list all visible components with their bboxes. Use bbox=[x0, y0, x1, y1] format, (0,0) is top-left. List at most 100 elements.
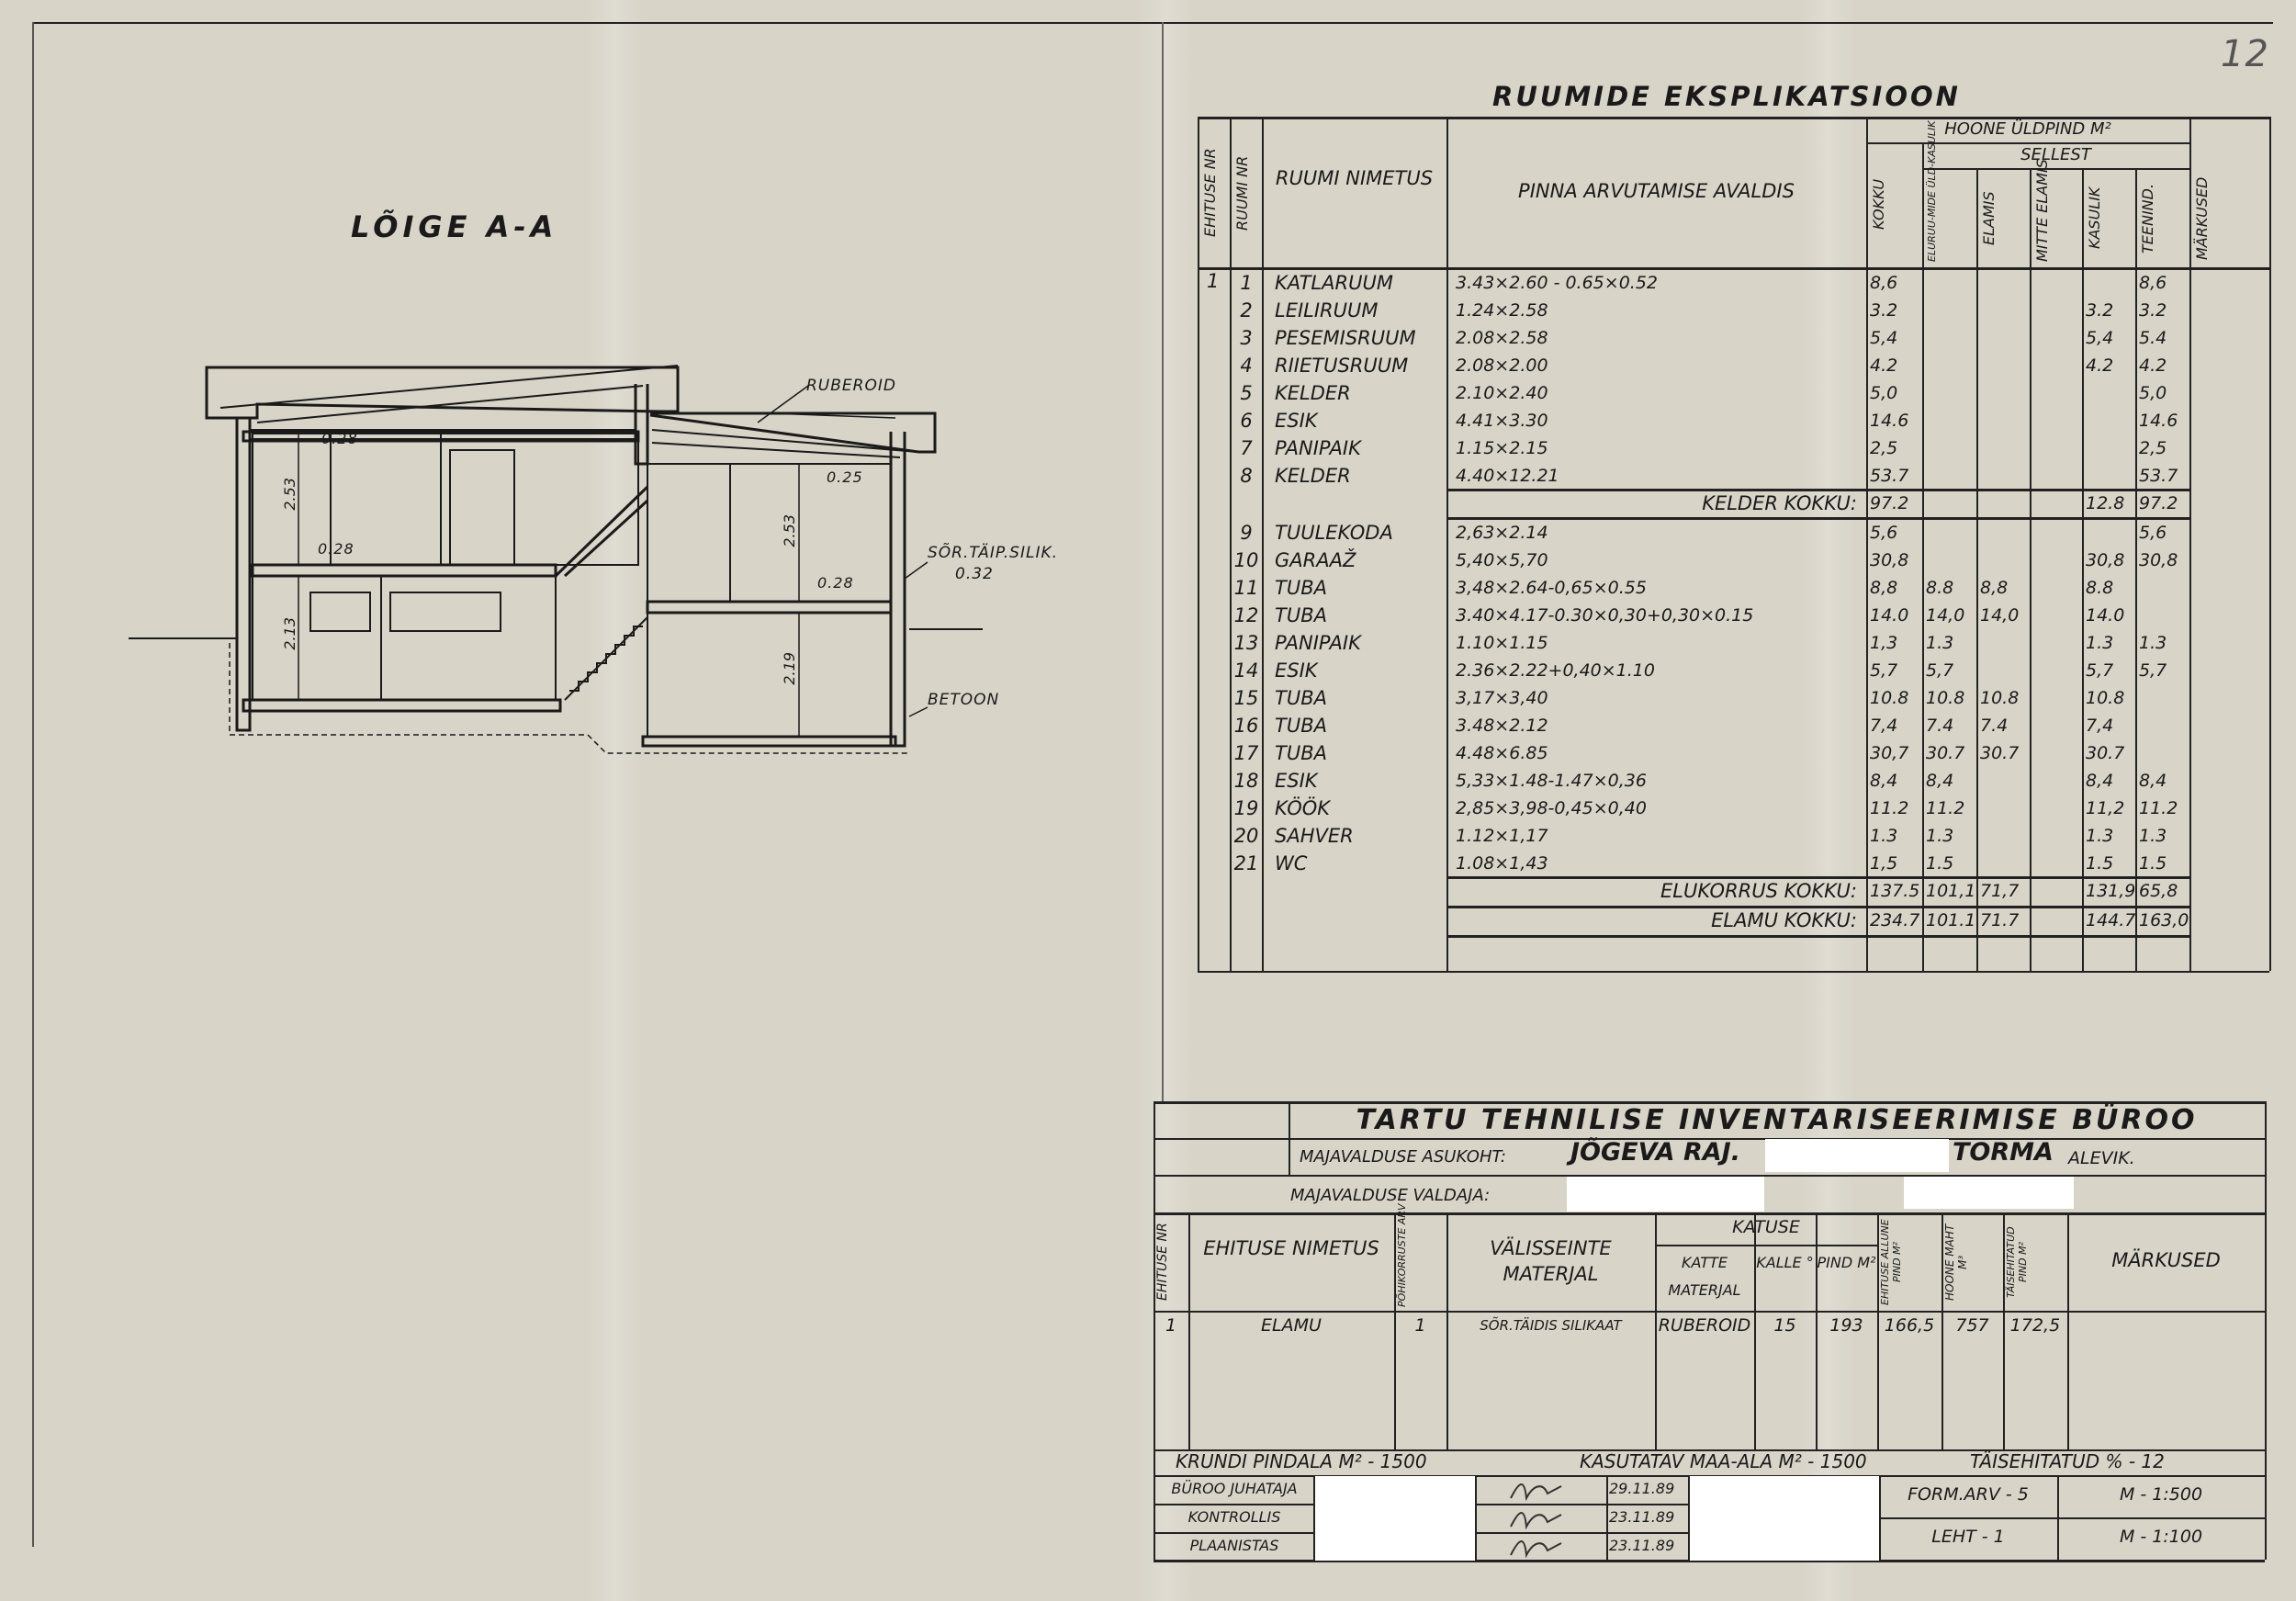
room-nr: 16 bbox=[1233, 715, 1259, 737]
room-name: GARAAŽ bbox=[1275, 549, 1356, 571]
grid-line bbox=[1313, 1475, 1315, 1560]
room-nr: 2 bbox=[1240, 299, 1253, 321]
label-slab: 0.25 bbox=[827, 468, 863, 486]
sheet-number: LEHT - 1 bbox=[1931, 1527, 2005, 1547]
area-value: 53.7 bbox=[2139, 466, 2178, 486]
grid-line bbox=[1446, 906, 2189, 908]
building-row-value: 15 bbox=[1773, 1315, 1796, 1336]
grid-line bbox=[1289, 1101, 1290, 1175]
area-value: 14.0 bbox=[1870, 605, 1909, 626]
grid-line bbox=[1879, 1475, 1881, 1560]
redaction bbox=[1567, 1177, 1764, 1212]
house-total-value: 71.7 bbox=[1980, 910, 2020, 930]
area-value: 1.5 bbox=[1926, 853, 1954, 874]
area-value: 1.3 bbox=[1926, 826, 1954, 846]
building-row-value: 1 bbox=[1165, 1315, 1177, 1336]
redaction bbox=[1690, 1476, 1879, 1561]
label-slab: 0.28 bbox=[318, 540, 355, 558]
grid-line bbox=[1154, 1449, 2265, 1451]
grid-line bbox=[1866, 117, 1868, 971]
header-roof-area: PIND M² bbox=[1817, 1254, 1876, 1271]
grid-line bbox=[1877, 1212, 1879, 1449]
area-value: 4.2 bbox=[1870, 355, 1898, 376]
room-formula: 2.36×2.22+0,40×1.10 bbox=[1456, 660, 1655, 681]
area-value: 30.7 bbox=[1926, 743, 1965, 763]
form-number: FORM.ARV - 5 bbox=[1908, 1484, 2029, 1505]
area-value: 11.2 bbox=[1870, 798, 1909, 818]
area-value: 10.8 bbox=[1870, 688, 1909, 708]
built-percent: TÄISEHITATUD % - 12 bbox=[1970, 1450, 2165, 1472]
room-nr: 13 bbox=[1233, 632, 1259, 654]
room-nr: 10 bbox=[1233, 549, 1259, 571]
room-formula: 2.08×2.00 bbox=[1456, 355, 1548, 376]
room-formula: 3.48×2.12 bbox=[1456, 716, 1548, 736]
location-district: JÕGEVA RAJ. bbox=[1570, 1138, 1740, 1167]
area-value: 4.2 bbox=[2086, 355, 2114, 376]
building-row-value: ELAMU bbox=[1261, 1315, 1322, 1336]
grid-line bbox=[1198, 267, 2269, 270]
usable-area: KASUTATAV MAA-ALA M² - 1500 bbox=[1580, 1450, 1867, 1472]
area-value: 3.2 bbox=[1870, 300, 1898, 321]
grid-line bbox=[1754, 1212, 1756, 1449]
room-name: TUBA bbox=[1275, 577, 1327, 599]
building-row-value: SÕR.TÄIDIS SILIKAAT bbox=[1480, 1317, 1622, 1334]
area-value: 8,4 bbox=[2139, 771, 2167, 791]
signature-role: BÜROO JUHATAJA bbox=[1171, 1480, 1298, 1497]
grid-line bbox=[2189, 117, 2191, 971]
grid-line bbox=[1941, 1212, 1943, 1449]
location-town-suffix: ALEVIK. bbox=[2068, 1148, 2135, 1168]
room-name: KELDER bbox=[1275, 465, 1351, 487]
area-value: 1,3 bbox=[1870, 633, 1898, 653]
page-number: 12 bbox=[2221, 33, 2269, 75]
area-value: 10.8 bbox=[1926, 688, 1965, 708]
room-nr: 5 bbox=[1240, 382, 1253, 404]
grid-line bbox=[1922, 168, 2189, 170]
area-value: 1,5 bbox=[1870, 853, 1898, 874]
header-elamis: ELAMIS bbox=[1980, 191, 1998, 245]
house-total-value: 144.7 bbox=[2086, 910, 2136, 930]
area-value: 7.4 bbox=[1926, 716, 1954, 736]
area-value: 14,0 bbox=[1980, 605, 2020, 626]
grid-line bbox=[2067, 1212, 2069, 1449]
area-value: 5,7 bbox=[1870, 660, 1898, 681]
label-height: 2.19 bbox=[781, 652, 798, 685]
grid-line bbox=[1154, 1311, 2265, 1313]
room-nr: 14 bbox=[1233, 660, 1259, 682]
grid-line bbox=[1154, 1212, 2265, 1215]
grid-line bbox=[1154, 1560, 2265, 1562]
header-of-which: SELLEST bbox=[2020, 145, 2091, 164]
area-value: 5,4 bbox=[2086, 328, 2114, 348]
area-value: 11,2 bbox=[2086, 798, 2125, 818]
grid-line bbox=[1198, 117, 1199, 971]
area-value: 30.7 bbox=[2086, 743, 2125, 763]
room-name: KÖÖK bbox=[1275, 797, 1331, 819]
room-name: TUBA bbox=[1275, 715, 1327, 737]
owner-label: MAJAVALDUSE VALDAJA: bbox=[1290, 1186, 1491, 1205]
area-value: 8,6 bbox=[2139, 273, 2167, 293]
label-height: 2.13 bbox=[281, 617, 298, 650]
grid-line bbox=[1655, 1245, 1877, 1246]
room-name: LEILIRUUM bbox=[1275, 299, 1379, 321]
area-value: 10.8 bbox=[2086, 688, 2125, 708]
redaction bbox=[1904, 1177, 2074, 1209]
area-value: 8.8 bbox=[1926, 578, 1954, 598]
area-value: 5,7 bbox=[2086, 660, 2114, 681]
room-name: SAHVER bbox=[1275, 825, 1354, 847]
area-value: 2,5 bbox=[1870, 438, 1898, 458]
room-formula: 1.08×1,43 bbox=[1456, 853, 1548, 874]
area-value: 30,8 bbox=[2139, 550, 2178, 570]
room-name: PANIPAIK bbox=[1275, 437, 1361, 459]
room-formula: 1.12×1,17 bbox=[1456, 826, 1548, 846]
room-formula: 5,33×1.48-1.47×0,36 bbox=[1456, 771, 1647, 791]
grid-line bbox=[1188, 1212, 1190, 1449]
area-value: 1.3 bbox=[2086, 826, 2114, 846]
living-floor-total-value: 101,1 bbox=[1926, 881, 1976, 901]
building-row-value: 1 bbox=[1414, 1315, 1426, 1336]
header-notes: MÄRKUSED bbox=[2111, 1249, 2221, 1271]
header-roof-slope: KALLE ° bbox=[1756, 1254, 1814, 1271]
room-nr: 11 bbox=[1233, 577, 1259, 599]
grid-line bbox=[1688, 1475, 1690, 1560]
area-value: 30,8 bbox=[1870, 550, 1909, 570]
building-row-value: 757 bbox=[1955, 1315, 1989, 1336]
grid-line bbox=[1446, 117, 1448, 971]
